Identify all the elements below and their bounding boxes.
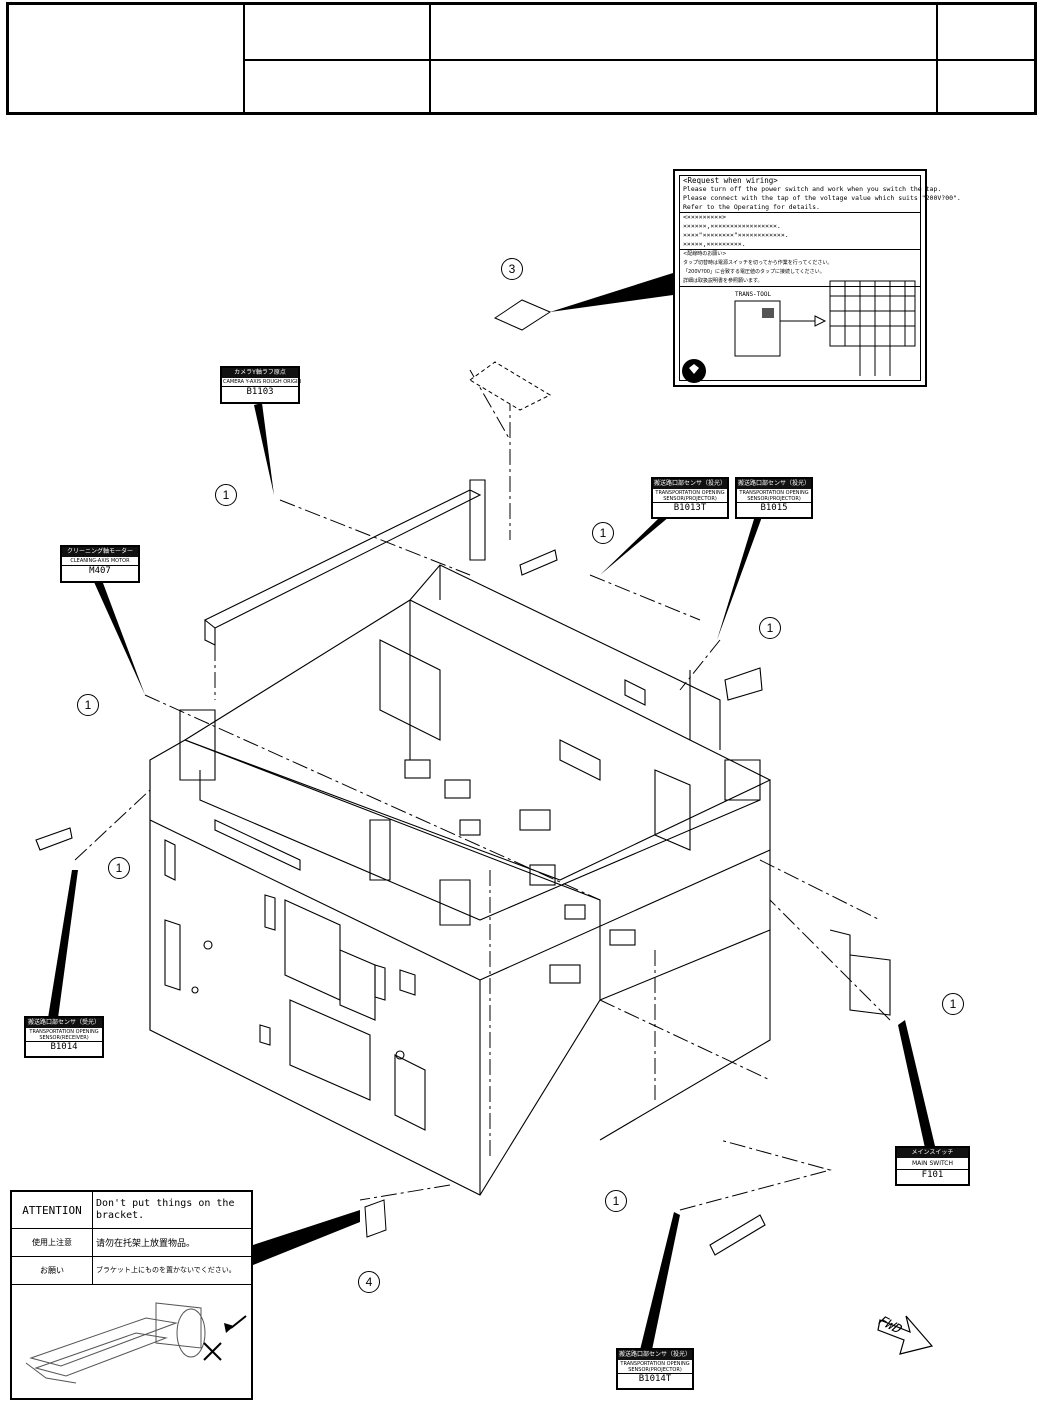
wiring-text: Please connect with the tap of the volta… [683, 194, 961, 202]
callout-1: 1 [592, 522, 614, 544]
forward-arrow-icon [877, 1315, 934, 1355]
label-cleaning-motor: クリーニング軸モーター CLEANING-AXIS MOTOR M407 [60, 545, 140, 583]
wiring-text: Please turn off the power switch and wor… [683, 185, 942, 193]
label-jp: 搬送路口部センサ（受光） [26, 1018, 102, 1028]
bracket-illustration [25, 1302, 247, 1384]
attention-title: ATTENTION [12, 1192, 93, 1228]
label-jp: 搬送路口部センサ（投光） [653, 479, 727, 489]
wiring-jp-text: 詳細は取扱説明書を参照願います。 [683, 278, 763, 284]
label-camera-y-axis: カメラY軸ラフ原点 CAMERA Y-AXIS ROUGH ORIGIN B11… [220, 366, 302, 404]
transformer-tap-illustration [682, 280, 916, 383]
label-trans-sensor-receiver: 搬送路口部センサ（受光） TRANSPORTATION OPENING SENS… [24, 1016, 104, 1058]
label-jp: クリーニング軸モーター [62, 547, 138, 557]
title-block-divider [243, 5, 245, 112]
label-en: TRANSPORTATION OPENING SENSOR(PROJECTOR) [655, 490, 725, 502]
wiring-jp-text: タップ切替時は電源スイッチを切ってから作業を行ってください。 [683, 260, 833, 266]
attention-row: ATTENTION Don't put things on the bracke… [12, 1192, 251, 1229]
title-block [6, 2, 1037, 115]
label-code: B1015 [737, 502, 811, 514]
frame-assembly-drawing [35, 273, 935, 1350]
wiring-cn-head: <×××××××××> [683, 213, 727, 221]
label-code: B1013T [653, 502, 727, 514]
label-jp: カメラY軸ラフ原点 [222, 368, 298, 378]
assembly-lines [74, 369, 891, 1211]
callout-1: 1 [942, 993, 964, 1015]
callout-1: 1 [759, 617, 781, 639]
label-main-switch: メインスイッチ MAIN SWITCH F101 [895, 1146, 970, 1186]
divider [680, 212, 920, 213]
wiring-text: Refer to the Operating for details. [683, 203, 820, 211]
wiring-caution-frame: <Request when wiring> Please turn off th… [679, 175, 961, 383]
callout-1: 1 [108, 857, 130, 879]
attention-jp-key: お願い [12, 1256, 93, 1284]
attention-label: ATTENTION Don't put things on the bracke… [10, 1190, 253, 1400]
callout-4: 4 [358, 1271, 380, 1293]
wiring-cn-text: ××××××,×××××××××××××××××. [683, 222, 781, 230]
label-trans-sensor-projector: 搬送路口部センサ（投光） TRANSPORTATION OPENING SENS… [616, 1348, 694, 1390]
callout-1: 1 [77, 694, 99, 716]
callout-3: 3 [501, 258, 523, 280]
label-jp: 搬送路口部センサ（投光） [737, 479, 811, 489]
label-trans-sensor-projector: 搬送路口部センサ（投光） TRANSPORTATION OPENING SENS… [735, 477, 813, 519]
label-en: TRANSPORTATION OPENING SENSOR(RECEIVER) [29, 1029, 99, 1041]
label-en: MAIN SWITCH [912, 1160, 953, 1167]
title-block-divider [243, 59, 1034, 61]
wiring-jp-text: 「200V?00」に合致する電圧値のタップに接続してください。 [683, 269, 825, 275]
label-code: B1014T [618, 1373, 692, 1385]
wiring-cn-text: ×××××,×××××××××. [683, 240, 746, 248]
divider [680, 286, 920, 287]
attention-jp-text: ブラケット上にものを置かないでください。 [96, 1267, 236, 1274]
label-jp: 搬送路口部センサ（投光） [618, 1350, 692, 1360]
title-block-divider [936, 5, 938, 112]
label-en: CLEANING-AXIS MOTOR [70, 558, 130, 564]
label-sheets [364, 299, 552, 1238]
wiring-cn-text: ××××"××××××××"××××××××××××. [683, 231, 789, 239]
callout-1: 1 [605, 1190, 627, 1212]
title-block-divider [429, 5, 431, 112]
wiring-title: <Request when wiring> [683, 176, 778, 185]
label-code: B1103 [222, 386, 298, 398]
trans-tool-label: TRANS-TOOL [735, 291, 772, 298]
label-code: B1014 [26, 1041, 102, 1053]
attention-cn-text: 请勿在托架上放置物品。 [96, 1237, 196, 1248]
label-jp: メインスイッチ [897, 1148, 968, 1158]
label-code: M407 [62, 565, 138, 577]
attention-en-text: Don't put things on the bracket. [96, 1198, 235, 1221]
label-en: TRANSPORTATION OPENING SENSOR(PROJECTOR) [739, 490, 809, 502]
wiring-caution-label: <Request when wiring> Please turn off th… [673, 169, 961, 387]
label-code: F101 [897, 1169, 968, 1181]
frame-outline [35, 479, 891, 1256]
attention-row: 使用上注意 请勿在托架上放置物品。 [12, 1228, 251, 1257]
attention-cn-key: 使用上注意 [12, 1228, 93, 1256]
label-en: TRANSPORTATION OPENING SENSOR(PROJECTOR) [620, 1361, 690, 1373]
label-trans-sensor-projector: 搬送路口部センサ（投光） TRANSPORTATION OPENING SENS… [651, 477, 729, 519]
wiring-jp-head: <配線時のお願い> [683, 251, 727, 257]
callout-1: 1 [215, 484, 237, 506]
leader-lines [48, 273, 935, 1350]
attention-row: お願い ブラケット上にものを置かないでください。 [12, 1256, 251, 1285]
divider [680, 249, 920, 250]
label-en: CAMERA Y-AXIS ROUGH ORIGIN [223, 379, 302, 385]
